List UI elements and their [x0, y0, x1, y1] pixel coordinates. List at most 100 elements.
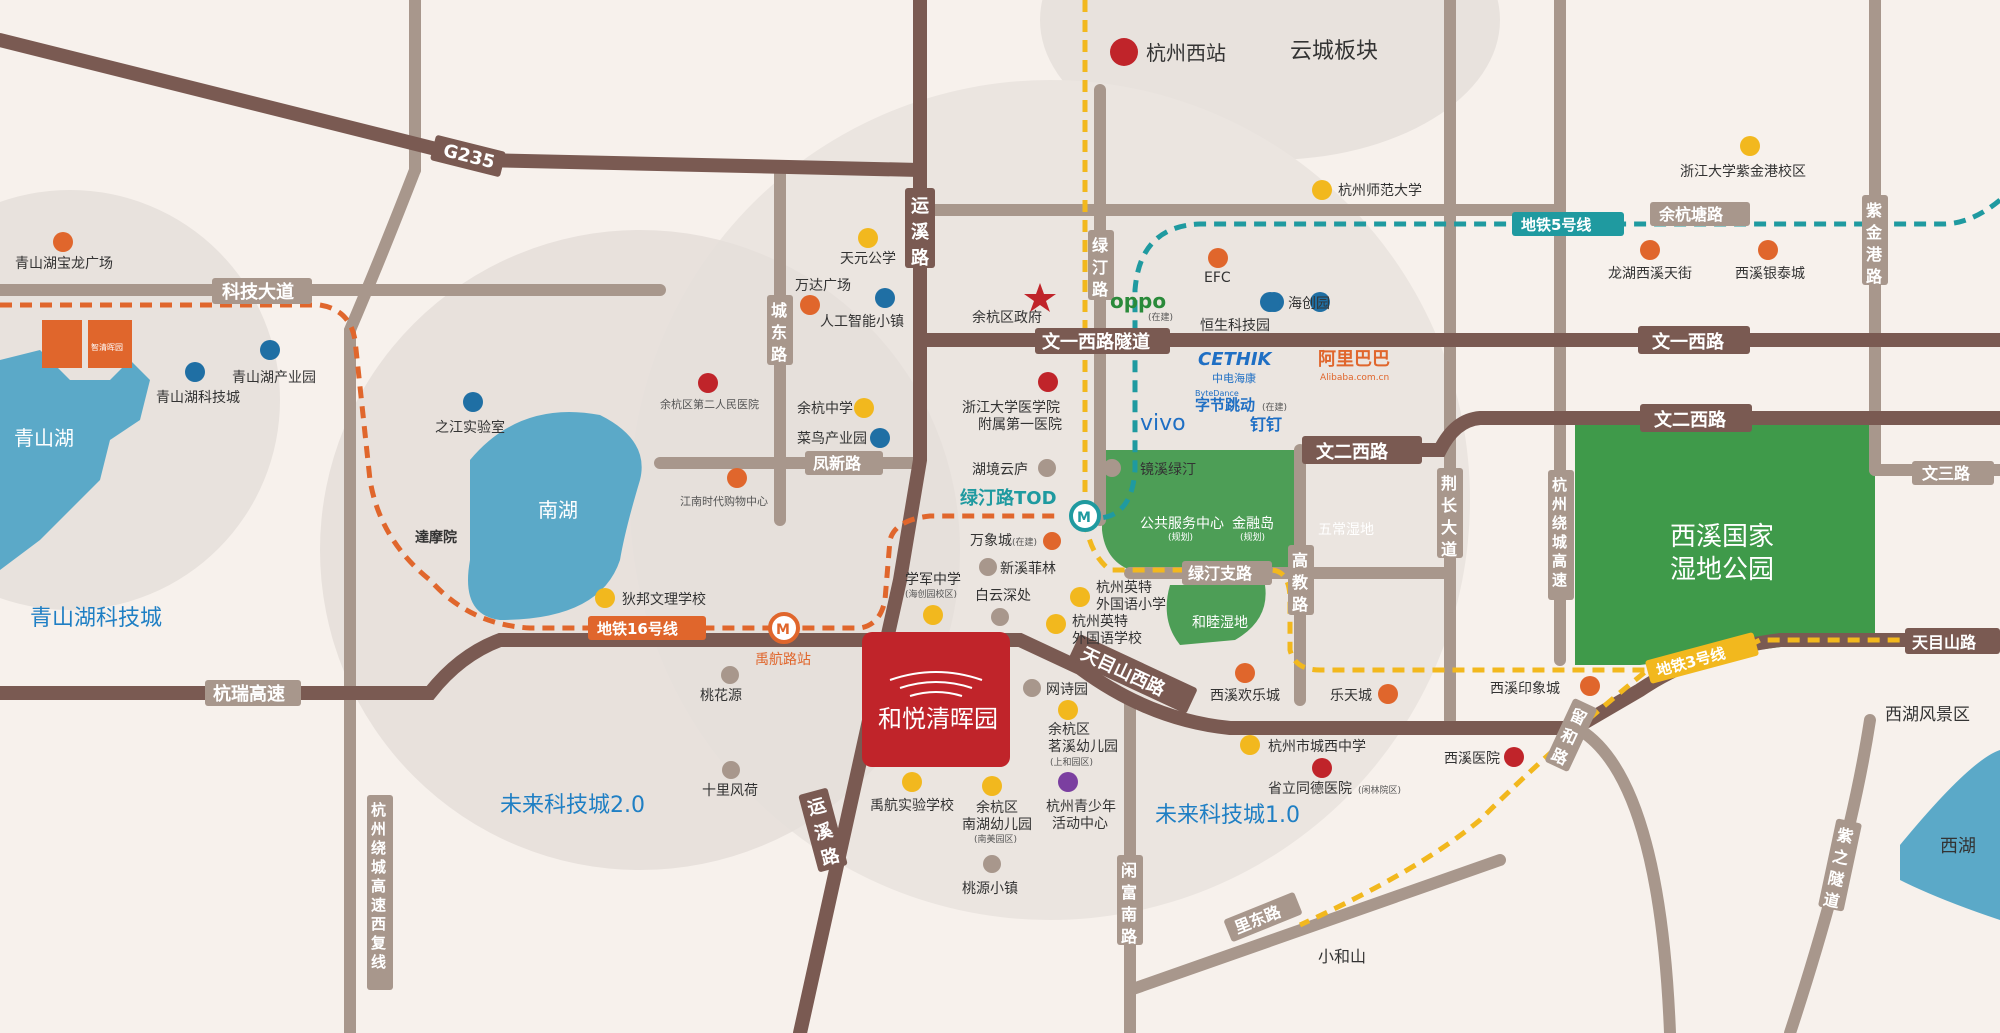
zju-hosp-label-1: 浙江大学医学院 — [962, 400, 1060, 416]
public-center-label: 公共服务中心 — [1140, 516, 1224, 532]
wensan-label: 文三路 — [1922, 464, 1971, 483]
wuchang-green — [1102, 450, 1300, 570]
gaojiao-label: 高教路 — [1292, 551, 1309, 614]
qingshanhu-tech-label: 青山湖科技城 — [156, 390, 240, 406]
road-labels: G235 科技大道 杭瑞高速 运溪路 运溪路 城东路 凤新路 文一西路隧道 文一… — [205, 135, 2000, 990]
oppo-note: (在建) — [1148, 311, 1173, 323]
shop-icon — [1043, 532, 1061, 550]
yingte-primary-2: 外国语小学 — [1096, 597, 1166, 613]
school-icon — [595, 588, 615, 608]
youth-center-1: 杭州青少年 — [1046, 799, 1116, 815]
school-icon — [854, 398, 874, 418]
qingshanhu-water — [0, 350, 150, 570]
nanhu-label: 南湖 — [538, 498, 578, 522]
gaojiao-plate — [1288, 545, 1314, 615]
yuhang-exp-label: 禹航实验学校 — [870, 797, 954, 814]
tianyuan-label: 天元公学 — [840, 251, 896, 267]
dingding-logo: 钉钉 — [1250, 415, 1282, 434]
future1-label: 未来科技城1.0 — [1155, 803, 1300, 828]
jinrong-label: 金融岛 — [1232, 516, 1274, 532]
office-icon — [870, 428, 890, 448]
office-icon — [260, 340, 280, 360]
hospital-icon — [1038, 372, 1058, 392]
school-icon — [1240, 735, 1260, 755]
efc-label: EFC — [1204, 270, 1231, 286]
shop-icon — [1235, 663, 1255, 683]
xiaoheshan-label: 小和山 — [1318, 947, 1366, 966]
jingchang-plate — [1437, 468, 1463, 558]
metro-line5 — [1074, 198, 2000, 521]
yintai-label: 西溪银泰城 — [1735, 266, 1805, 282]
train-station-icon — [1110, 38, 1138, 66]
project-title: 和悦清晖园 — [878, 705, 998, 733]
activity-icon — [1058, 772, 1078, 792]
bytedance-note: (在建) — [1262, 401, 1287, 413]
lvting-branch-plate — [1182, 561, 1272, 585]
yuhang-gov-label: 余杭区政府 — [972, 309, 1042, 326]
future2-label: 未来科技城2.0 — [500, 793, 645, 818]
ai-town-label: 人工智能小镇 — [820, 314, 904, 330]
tianmushan-plate — [1905, 628, 2000, 654]
g235-plate — [430, 135, 506, 177]
wanda-label: 万达广场 — [795, 278, 851, 294]
xianfu-plate — [1117, 855, 1143, 945]
line5-plate — [1512, 212, 1624, 236]
zju-hosp-label-2: 附属第一医院 — [978, 416, 1062, 433]
pois-2: 海创园 oppo (在建) CETHIK 中电海康 阿里巴巴 Alibaba.c… — [15, 228, 1805, 897]
shop-icon — [727, 468, 747, 488]
xixi-hosp-label: 西溪医院 — [1444, 751, 1500, 767]
xuejun-label: 学军中学 — [905, 572, 961, 588]
district-labels: 云城板块 青山湖科技城 未来科技城2.0 未来科技城1.0 西溪国家 湿地公园 … — [14, 39, 1976, 966]
jingxi-label: 镜溪绿汀 — [1140, 462, 1196, 478]
mingxi-note: (上和园区) — [1050, 757, 1093, 768]
yingte-primary-1: 杭州英特 — [1096, 579, 1152, 596]
zju-label: 浙江大学紫金港校区 — [1680, 163, 1806, 180]
hospital-icon — [698, 373, 718, 393]
xixi-park-label-1: 西溪国家 — [1670, 522, 1774, 552]
ring-east-label: 杭州绕城高速 — [1551, 476, 1567, 589]
dibang-label: 狄邦文理学校 — [622, 591, 706, 608]
home-icon — [991, 608, 1009, 626]
qh-logo: 智清晖园 — [91, 342, 123, 352]
xixi-park-green — [1575, 425, 1875, 665]
hospital-icon — [1504, 747, 1524, 767]
building-icon — [88, 320, 132, 368]
taoyuan-label: 桃源小镇 — [962, 881, 1018, 897]
oppo-logo: oppo — [1110, 289, 1166, 313]
hengsheng-label: 恒生科技园 — [1200, 318, 1270, 334]
road-wener — [1303, 411, 2000, 457]
yuhang-middle-label: 余杭中学 — [797, 400, 853, 417]
circle-west — [320, 230, 960, 870]
fengxin-label: 凤新路 — [813, 454, 862, 473]
ring-west-plate — [367, 795, 393, 990]
school-icon — [1058, 700, 1078, 720]
shop-icon — [1378, 684, 1398, 704]
yunxi-bottom-label: 运溪路 — [806, 795, 843, 870]
shop-icon — [1758, 240, 1778, 260]
xihu-label: 西湖 — [1940, 836, 1976, 857]
hangrui-label: 杭瑞高速 — [213, 683, 285, 705]
xihu-water — [1900, 750, 2000, 920]
office-icon — [185, 362, 205, 382]
school-icon — [1740, 136, 1760, 156]
yunxi-bottom-plate — [798, 788, 848, 872]
normal-univ-label: 杭州师范大学 — [1338, 182, 1422, 199]
cethik-cn: 中电海康 — [1212, 371, 1256, 385]
nanhu-water — [468, 412, 642, 620]
home-icon — [722, 761, 740, 779]
qingshanhu-label: 青山湖 — [14, 426, 74, 450]
chengxi-label: 杭州市城西中学 — [1268, 738, 1366, 755]
qingshanhu-industry-label: 青山湖产业园 — [232, 370, 316, 386]
wenyi-plate — [1638, 326, 1750, 354]
metro-m-icon: M — [776, 622, 790, 638]
bytedance-logo: 字节跳动 — [1195, 396, 1255, 414]
ring-east-plate — [1548, 470, 1574, 600]
haichuang-label: 海创园 — [1288, 296, 1330, 312]
wener-label: 文二西路 — [1654, 409, 1727, 431]
jiangnan-mall-label: 江南时代购物中心 — [680, 494, 768, 508]
yingte-school-1: 杭州英特 — [1072, 613, 1128, 630]
nanhu-k-1: 余杭区 — [976, 799, 1018, 816]
wensan-plate — [1912, 461, 1994, 485]
home-icon — [1103, 459, 1121, 477]
